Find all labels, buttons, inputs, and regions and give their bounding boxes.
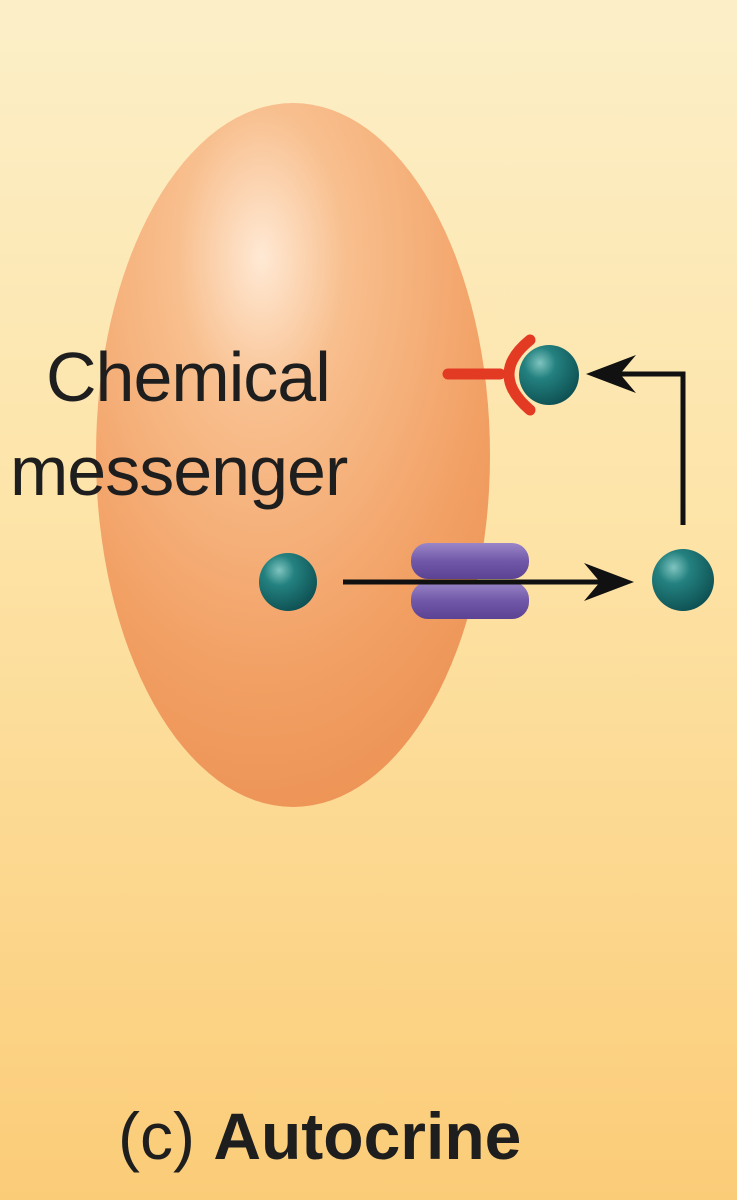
figure-caption: (c) Autocrine bbox=[118, 1096, 521, 1176]
membrane-channel bbox=[411, 543, 529, 619]
receptor bbox=[442, 334, 536, 416]
messenger-molecule-bound bbox=[519, 345, 579, 405]
messenger-label-line2: messenger bbox=[10, 432, 348, 510]
secretion-arrow bbox=[343, 563, 634, 601]
cell-body bbox=[96, 103, 490, 807]
messenger-label-line1: Chemical bbox=[46, 338, 331, 416]
messenger-molecule-inside bbox=[259, 553, 317, 611]
caption-title: Autocrine bbox=[213, 1099, 522, 1173]
return-arrow bbox=[586, 355, 686, 525]
messenger-molecule-outside bbox=[652, 549, 714, 611]
caption-letter: (c) bbox=[118, 1099, 195, 1173]
